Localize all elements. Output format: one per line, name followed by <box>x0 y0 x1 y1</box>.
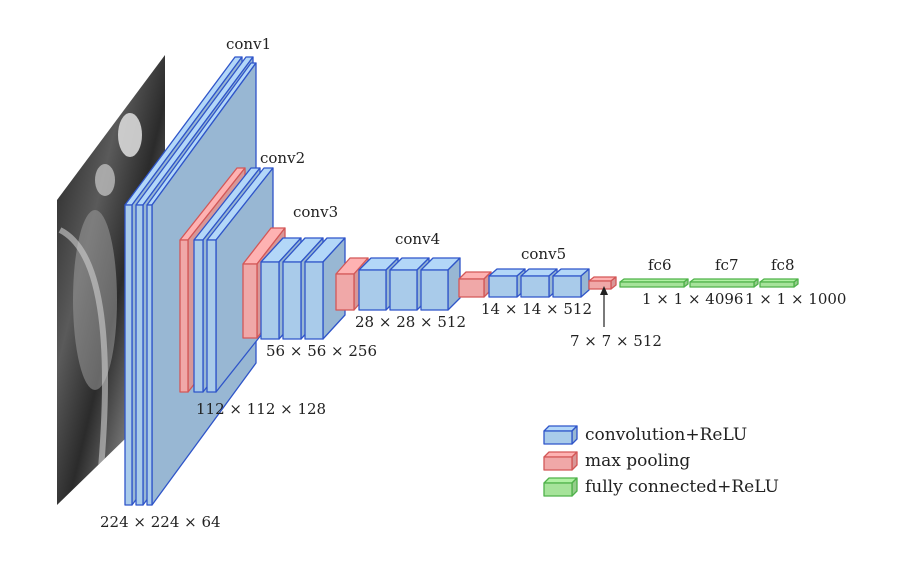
label-fc8: fc8 <box>771 256 795 274</box>
pool5-block <box>588 276 617 290</box>
fc6-block <box>619 278 689 288</box>
label-fc6: fc6 <box>648 256 672 274</box>
label-conv2: conv2 <box>260 149 305 167</box>
dim-14: 14 × 14 × 512 <box>481 300 592 318</box>
fc7-block <box>689 278 759 288</box>
legend-label-conv: convolution+ReLU <box>585 425 747 445</box>
label-conv3: conv3 <box>293 203 338 221</box>
dim-fc67: 1 × 1 × 4096 <box>642 290 743 308</box>
legend-swatch-pool <box>543 451 578 471</box>
legend-label-pool: max pooling <box>585 451 690 471</box>
dim-56: 56 × 56 × 256 <box>266 342 377 360</box>
dim-28: 28 × 28 × 512 <box>355 313 466 331</box>
pointer-arrow <box>600 286 608 327</box>
legend-label-fc: fully connected+ReLU <box>585 477 779 497</box>
dim-224: 224 × 224 × 64 <box>100 513 221 531</box>
label-conv1: conv1 <box>226 35 271 53</box>
label-fc7: fc7 <box>715 256 739 274</box>
layer-stack <box>124 56 799 506</box>
conv3-slab-3 <box>304 237 346 340</box>
dim-112: 112 × 112 × 128 <box>196 400 326 418</box>
dim-fc8: 1 × 1 × 1000 <box>745 290 846 308</box>
legend: convolution+ReLU max pooling fully conne… <box>543 425 779 497</box>
conv4-slab-3 <box>420 257 461 311</box>
conv5-slab-1 <box>488 268 526 298</box>
conv5-slab-3 <box>552 268 590 298</box>
label-conv5: conv5 <box>521 245 566 263</box>
label-conv4: conv4 <box>395 230 440 248</box>
fc8-block <box>759 278 799 288</box>
conv5-slab-2 <box>520 268 558 298</box>
legend-swatches <box>543 425 578 497</box>
pool4-block <box>458 271 492 298</box>
legend-swatch-fc <box>543 477 578 497</box>
dim-7: 7 × 7 × 512 <box>570 332 662 350</box>
legend-swatch-conv <box>543 425 578 445</box>
